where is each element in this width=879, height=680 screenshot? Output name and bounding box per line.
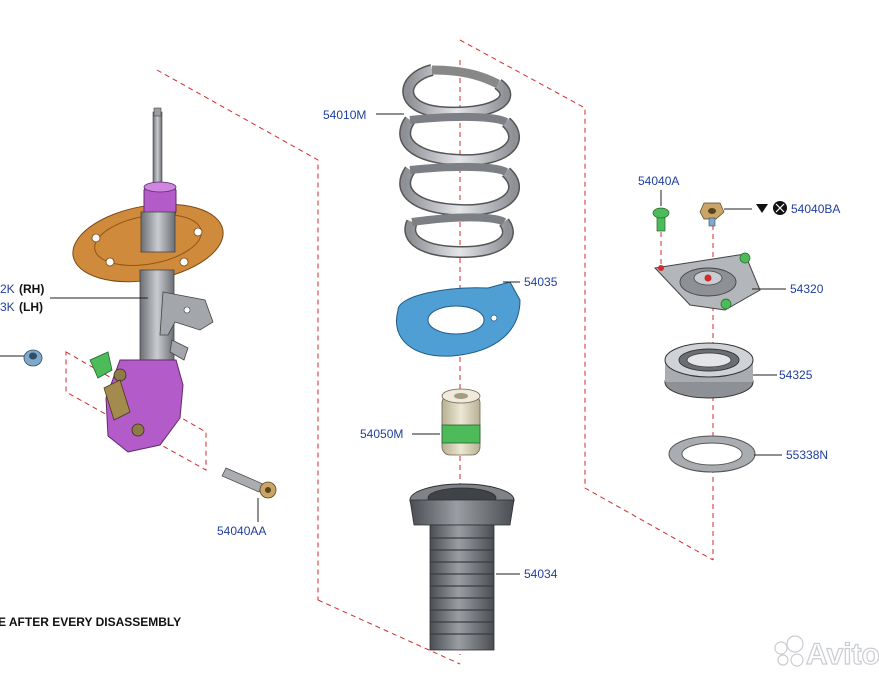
watermark-text: Avito: [806, 638, 879, 671]
mount-bolt: [652, 190, 670, 232]
label-mount-bolt: 54040A: [638, 174, 679, 188]
label-spring: 54010M: [323, 108, 366, 122]
label-bearing: 54325: [779, 368, 813, 382]
washer: [668, 435, 782, 473]
torque-symbol-icon: [756, 201, 787, 215]
replacement-note: E AFTER EVERY DISASSEMBLY: [0, 615, 181, 629]
dashed-guide-strut: [65, 69, 319, 600]
bearing: [664, 342, 777, 399]
label-strut-rh-side: (RH): [19, 282, 44, 296]
strut-bolt: [221, 467, 277, 522]
label-strut-bolt: 54040AA: [217, 524, 266, 538]
coil-spring: [376, 64, 520, 259]
label-insulator: 54035: [524, 275, 558, 289]
strut-mount: [653, 252, 786, 311]
dust-boot: [409, 483, 520, 651]
label-strut-mount: 54320: [790, 282, 824, 296]
label-bump-stop: 54050M: [360, 427, 403, 441]
label-strut-rh-code: 2K: [0, 282, 15, 296]
label-strut-lh-code: 3K: [0, 300, 15, 314]
watermark: Avito: [774, 635, 879, 672]
avito-logo-icon: [774, 635, 804, 667]
spring-insulator: [396, 281, 521, 357]
label-strut-lh-side: (LH): [19, 300, 43, 314]
nut-icon: [0, 349, 43, 367]
strut-assembly: [0, 107, 224, 453]
label-dust-boot: 54034: [524, 567, 558, 581]
label-mount-nut: 54040BA: [791, 202, 840, 216]
label-washer: 55338N: [786, 448, 828, 462]
bump-stop: [412, 388, 481, 456]
mount-nut: [699, 202, 752, 227]
